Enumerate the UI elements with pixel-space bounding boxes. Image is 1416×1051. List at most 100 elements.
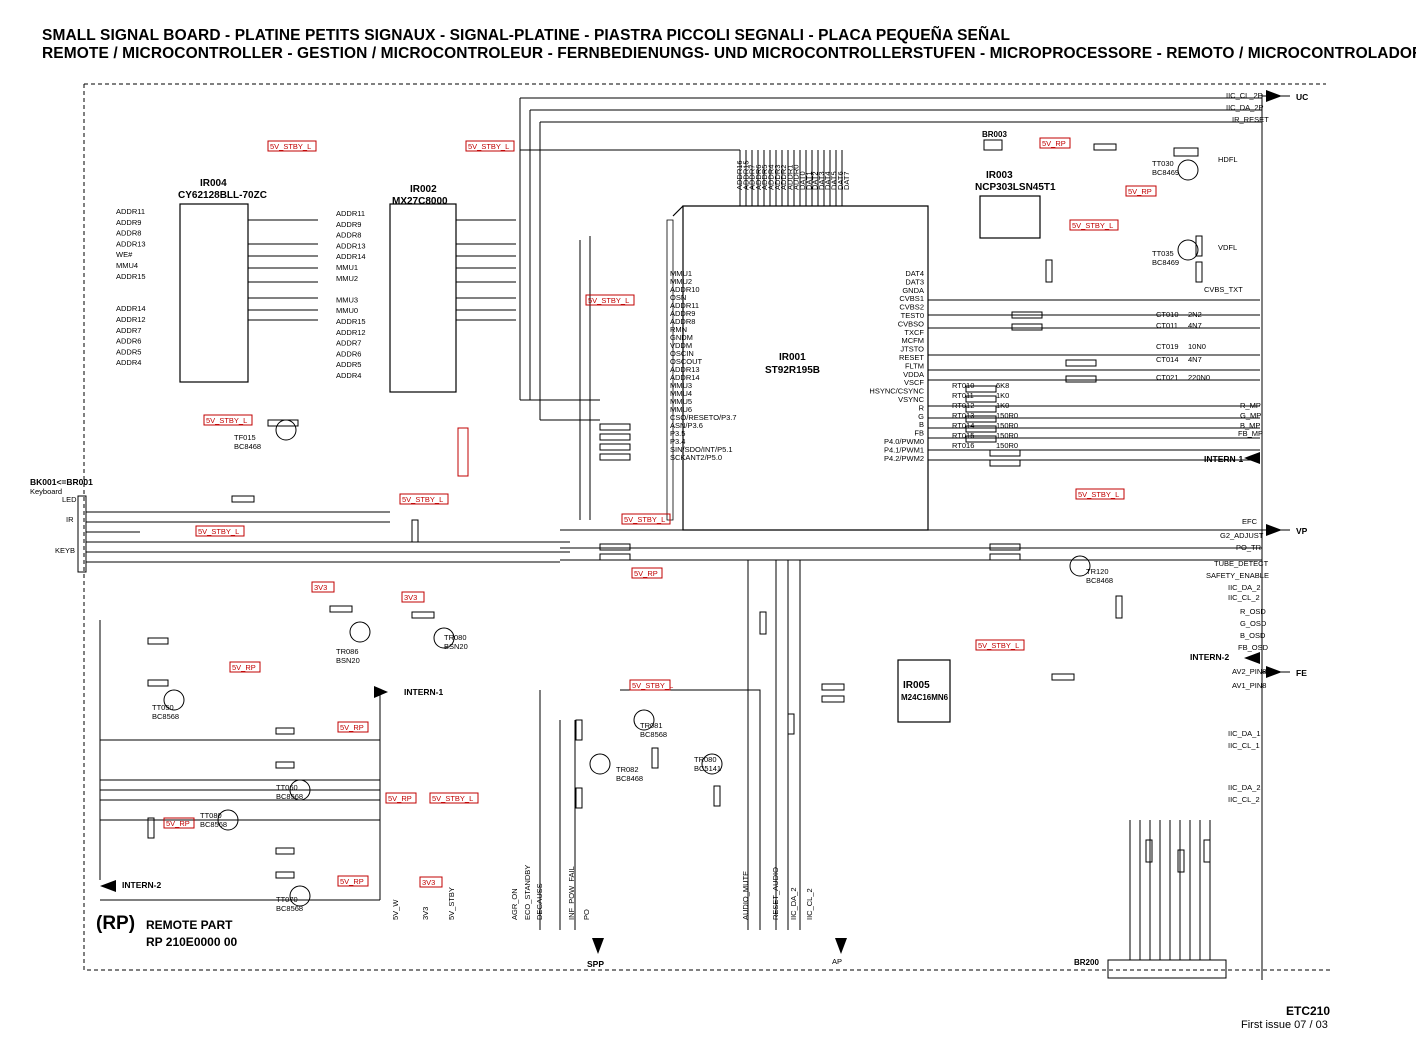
- remote-part-code: RP 210E0000 00: [146, 935, 238, 949]
- ir002-pin-label: ADDR5: [336, 360, 361, 369]
- transistor-ref: TT030: [1152, 159, 1174, 168]
- capacitor-value: 4N7: [1188, 321, 1202, 330]
- supply-tag-rp-7: 5V_RP: [337, 875, 369, 887]
- bus-wires: [86, 94, 1290, 980]
- ir003-part: NCP303LSN45T1: [975, 182, 1056, 193]
- transistor-part: BC8469: [1152, 168, 1179, 177]
- net-label: IR_RESET: [1232, 115, 1269, 124]
- svg-text:5V_STBY_L: 5V_STBY_L: [198, 527, 239, 536]
- supply-tag-3v3-2: 3V3: [401, 591, 425, 603]
- transistor-ref: TR081: [640, 721, 663, 730]
- transistor-ref: TT080: [200, 811, 222, 820]
- supply-tag-stby-vert: [457, 427, 469, 477]
- ir002-ref: IR002: [410, 184, 437, 195]
- supply-tag-stby-5: 5V_STBY_L: [203, 414, 253, 426]
- ir004-chip: IR004 CY62128BLL-70ZC: [178, 178, 267, 383]
- svg-text:5V_STBY_L: 5V_STBY_L: [270, 142, 311, 151]
- ir005-part: M24C16MN6: [901, 693, 949, 702]
- net-label: HDFL: [1218, 155, 1238, 164]
- net-label: R_OSD: [1240, 607, 1266, 616]
- ir001-right-pin: TXCF: [904, 328, 924, 337]
- ir001-left-pin: ASN/P3.6: [670, 421, 703, 430]
- capacitor-value: 10N0: [1188, 342, 1206, 351]
- ir001-top-pin: ADDR2: [779, 165, 788, 190]
- transistor-ref: TT050: [152, 703, 174, 712]
- ir001-left-pin: ADDR8: [670, 317, 695, 326]
- br200-label: BR200: [1074, 958, 1099, 967]
- ir001-left-pin: ADDR10: [670, 285, 700, 294]
- resistor-ref: RT012: [952, 401, 974, 410]
- supply-tag-rp-4: 5V_RP: [229, 661, 261, 673]
- resistor-value: 150R0: [996, 441, 1018, 450]
- ir001-right-pin: P4.1/PWM1: [884, 445, 924, 454]
- ir002-pin-label: ADDR6: [336, 349, 361, 358]
- ir002-part: MX27C8000: [392, 196, 448, 207]
- ir004-pin-label: ADDR7: [116, 326, 141, 335]
- net-label: FB_MP: [1238, 429, 1263, 438]
- ir001-left-pin: SIN/SDO/INT/P5.1: [670, 445, 733, 454]
- ir004-pin-label: ADDR13: [116, 239, 146, 248]
- ir004-pin-label: ADDR14: [116, 304, 146, 313]
- net-label: SAFETY_ENABLE: [1206, 571, 1269, 580]
- svg-text:3V3: 3V3: [404, 593, 417, 602]
- net-label: B_MP: [1240, 421, 1260, 430]
- capacitor-value: 2N2: [1188, 310, 1202, 319]
- net-label: IIC_DA_2P: [1226, 103, 1264, 112]
- ir001-left-pin: ADDR9: [670, 309, 695, 318]
- ir002-pin-labels: ADDR11ADDR9ADDR8ADDR13ADDR14MMU1MMU2MMU3…: [336, 209, 366, 380]
- ir001-right-pin: TEST0: [901, 311, 924, 320]
- uc-connector: UC: [1296, 92, 1308, 102]
- svg-text:3V3: 3V3: [422, 878, 435, 887]
- ir002-pin-label: ADDR14: [336, 252, 366, 261]
- ir001-left-pin: MMU1: [670, 269, 692, 278]
- ir001-left-pin: MMU5: [670, 397, 692, 406]
- supply-tag-rp-3: 5V_RP: [631, 567, 663, 579]
- ir005-ref: IR005: [903, 680, 930, 691]
- resistor-ref: RT010: [952, 381, 974, 390]
- capacitor-ref: CT010: [1156, 310, 1179, 319]
- ir001-right-pin: CVBSO: [898, 319, 924, 328]
- svg-text:5V_RP: 5V_RP: [340, 877, 364, 886]
- net-label: IIC_DA_2: [1228, 583, 1261, 592]
- ir001-right-pin: P4.0/PWM0: [884, 437, 924, 446]
- capacitor-value: 220N0: [1188, 373, 1210, 382]
- net-label: IIC_DA_1: [1228, 729, 1261, 738]
- ir002-pin-label: ADDR4: [336, 371, 361, 380]
- supply-tag-rp-1: 5V_RP: [1039, 137, 1071, 149]
- net-label: IIC_CL_2P: [1226, 91, 1263, 100]
- transistor-part: BC8568: [276, 792, 303, 801]
- ir005-chip: IR005 M24C16MN6: [897, 659, 951, 723]
- transistor-ref: TR120: [1086, 567, 1109, 576]
- supply-tag-stby-2: 5V_STBY_L: [465, 140, 515, 152]
- transistor-ref: TF015: [234, 433, 256, 442]
- intern1-right-connector: INTERN-1: [1204, 454, 1243, 464]
- ir001-top-pin: DAT7: [842, 171, 851, 190]
- ir003-ref: IR003: [986, 170, 1013, 181]
- supply-tag-rp-6: 5V_RP: [163, 817, 195, 829]
- ir001-top-pin: ADDR0: [792, 165, 801, 190]
- supply-tag-stby-11: 5V_STBY_L: [629, 679, 673, 691]
- supply-tag-stby-1: 5V_STBY_L: [267, 140, 317, 152]
- net-label: G_MP: [1240, 411, 1261, 420]
- spp-connector: SPP: [587, 959, 604, 969]
- net-label: AV2_PIN8: [1232, 667, 1266, 676]
- ir001-top-pin: ADDR3: [773, 165, 782, 190]
- bottom-net-label: PO: [582, 909, 591, 920]
- ir001-right-pin: GNDA: [902, 286, 924, 295]
- supply-tag-rp-2: 5V_RP: [1125, 185, 1157, 197]
- bottom-net-label: RESET_AUDIO: [771, 867, 780, 920]
- svg-text:3V3: 3V3: [314, 583, 327, 592]
- ir001-left-pin: OSCIN: [670, 349, 694, 358]
- svg-text:5V_RP: 5V_RP: [232, 663, 256, 672]
- net-label: R_MP: [1240, 401, 1261, 410]
- bottom-net-label: INF_POW_FAIL: [567, 866, 576, 920]
- capacitor-ref: CT021: [1156, 373, 1179, 382]
- page-title-line-1: SMALL SIGNAL BOARD - PLATINE PETITS SIGN…: [42, 27, 1011, 44]
- transistor-part: BC8568: [640, 730, 667, 739]
- net-label: AV1_PIN8: [1232, 681, 1266, 690]
- ir001-left-pin: P3.4: [670, 437, 685, 446]
- remote-part-title: REMOTE PART: [146, 918, 233, 932]
- ir001-top-pin: DAT5: [830, 171, 839, 190]
- ir001-left-pin: P3.5: [670, 429, 685, 438]
